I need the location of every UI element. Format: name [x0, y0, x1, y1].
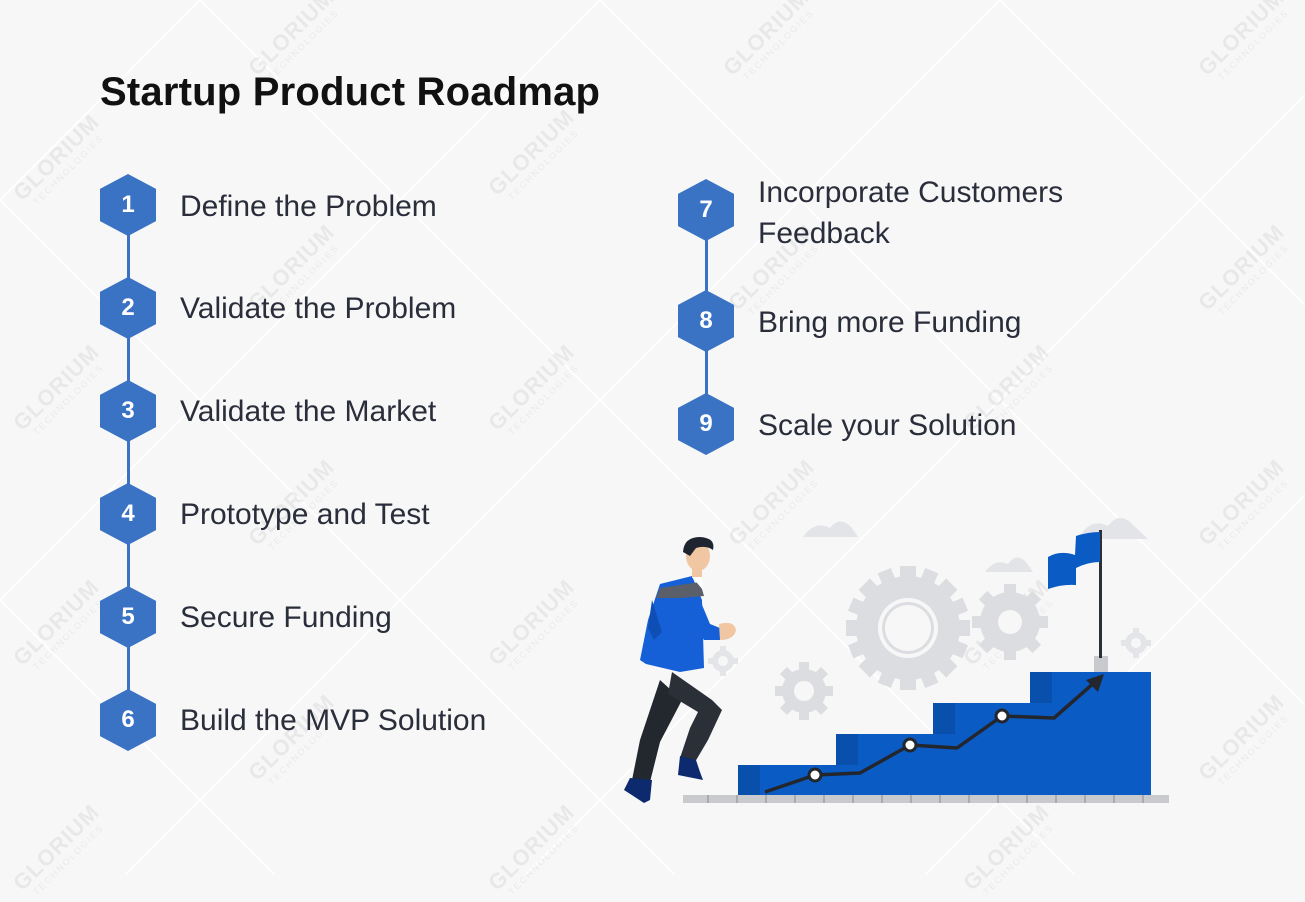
step-label: Validate the Problem	[180, 292, 457, 325]
timeline-connector-left	[127, 205, 130, 720]
step-label: Build the MVP Solution	[180, 704, 487, 737]
step-number-badge: 7	[678, 179, 734, 241]
step-number-badge: 1	[100, 174, 156, 236]
ground-ruler	[683, 795, 1169, 803]
gear-icon	[846, 566, 970, 690]
step-number-badge: 4	[100, 483, 156, 545]
page-title: Startup Product Roadmap	[100, 70, 601, 114]
step-label: Validate the Market	[180, 395, 437, 428]
flag-icon	[1048, 530, 1108, 672]
step-label-line1: Incorporate Customers	[758, 176, 1064, 209]
gear-icon	[708, 646, 738, 676]
gear-icon	[775, 662, 833, 720]
step-label-line2: Feedback	[758, 217, 890, 250]
step-number-badge: 3	[100, 380, 156, 442]
trend-line-arrow	[764, 674, 1104, 794]
step-label: Scale your Solution	[758, 409, 1017, 442]
step-label: Secure Funding	[180, 601, 392, 634]
gear-icon	[1121, 628, 1151, 658]
gear-icon	[972, 584, 1048, 660]
step-label: Define the Problem	[180, 190, 437, 223]
step-label: Bring more Funding	[758, 306, 1022, 339]
step-number-badge: 6	[100, 689, 156, 751]
step-number-badge: 8	[678, 290, 734, 352]
step-number-badge: 5	[100, 586, 156, 648]
step-label: Prototype and Test	[180, 498, 430, 531]
illustration-climbing-stairs	[624, 518, 1169, 803]
step-number-badge: 9	[678, 393, 734, 455]
businessman-figure	[624, 537, 736, 803]
step-number-badge: 2	[100, 277, 156, 339]
